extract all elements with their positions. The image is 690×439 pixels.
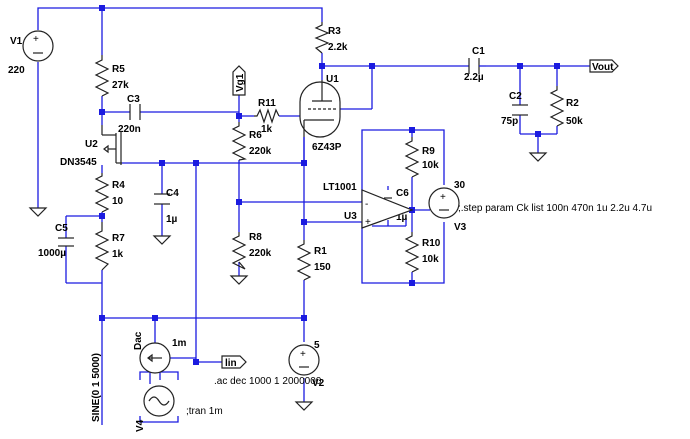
lin-label: lin (225, 358, 237, 369)
C1-name: C1 (472, 46, 485, 57)
resistor-R1: R1 150 (296, 240, 331, 281)
R7-name: R7 (112, 233, 125, 244)
capacitor-C4: C4 1µ (154, 188, 179, 225)
R11-value: 1k (261, 124, 273, 135)
R6-name: R6 (249, 130, 262, 141)
C1-value: 2.2µ (464, 72, 484, 83)
R5-name: R5 (112, 64, 125, 75)
R2-value: 50k (566, 116, 583, 127)
source-V4: SINE(0 1 5000) V4 (91, 353, 175, 432)
U2-value: DN3545 (60, 157, 97, 168)
U2-name: U2 (85, 139, 98, 150)
R4-value: 10 (112, 196, 124, 207)
R7-value: 1k (112, 249, 124, 260)
U3-name: U3 (344, 211, 357, 222)
mosfet-U2: U2 DN3545 (60, 125, 122, 168)
C3-name: C3 (127, 94, 140, 105)
capacitor-C5: C5 1000µ (38, 223, 74, 259)
R2-name: R2 (566, 98, 579, 109)
R3-value: 2.2k (328, 42, 348, 53)
plus-sign: + (440, 192, 446, 203)
net-label-vout: Vout (589, 59, 619, 73)
tran-directive: ;tran 1m (186, 406, 223, 417)
R1-name: R1 (314, 246, 327, 257)
capacitor-C1: C1 2.2µ (464, 46, 486, 83)
resistor-R3: R3 2.2k (314, 22, 348, 54)
R9-value: 10k (422, 160, 439, 171)
V4-value: SINE(0 1 5000) (91, 353, 102, 422)
V2-value: 5 (314, 340, 320, 351)
plus-sign: + (300, 349, 306, 360)
source-V1: + V1 220 (8, 30, 54, 76)
C6-value: 1µ (396, 212, 408, 223)
R10-value: 10k (422, 254, 439, 265)
ground-symbols (28, 152, 548, 411)
capacitor-C3: C3 220n (118, 94, 141, 135)
vout-label: Vout (592, 62, 614, 73)
minus-input: - (365, 199, 368, 210)
ac-directive: .ac dec 1000 1 2000000 (214, 376, 322, 387)
resistor-R2: R2 50k (549, 86, 583, 127)
R4-name: R4 (112, 180, 125, 191)
opamp-U3: - + LT1001 U3 (323, 182, 414, 229)
resistor-R9: R9 10k (404, 137, 439, 178)
Dac-name: Dac (133, 331, 144, 350)
resistor-R4: R4 10 (94, 173, 125, 213)
net-label-vg1: Vg1 (232, 65, 246, 96)
R11-name: R11 (258, 98, 276, 109)
V3-value: 30 (454, 180, 466, 191)
U1-value: 6Z43P (312, 142, 342, 153)
U3-value: LT1001 (323, 182, 357, 193)
resistor-R6: R6 220k (231, 122, 272, 161)
plus-input: + (365, 217, 371, 228)
R1-value: 150 (314, 262, 331, 273)
U1-name: U1 (326, 74, 339, 85)
vg1-label: Vg1 (235, 73, 246, 92)
V1-name: V1 (10, 36, 23, 47)
source-V3: + 30 V3 (428, 180, 467, 233)
capacitor-C2: C2 75p (501, 91, 528, 127)
C4-name: C4 (166, 188, 179, 199)
V3-name: V3 (454, 222, 467, 233)
C5-name: C5 (55, 223, 68, 234)
V4-name: V4 (135, 419, 146, 432)
R5-value: 27k (112, 80, 129, 91)
V1-value: 220 (8, 65, 25, 76)
Dac-value: 1m (172, 338, 187, 349)
source-Dac: Dac 1m (133, 331, 187, 374)
C4-value: 1µ (166, 214, 178, 225)
C3-value: 220n (118, 124, 141, 135)
R8-name: R8 (249, 232, 262, 243)
R8-value: 220k (249, 248, 272, 259)
source-V2: + 5 V2 (288, 340, 325, 389)
net-label-lin: lin (221, 355, 247, 369)
V2-name: V2 (312, 378, 325, 389)
junctions (99, 5, 560, 365)
resistor-R7: R7 1k (94, 222, 125, 271)
C2-name: C2 (509, 91, 522, 102)
resistor-R8: R8 220k (231, 232, 272, 270)
tube-U1: U1 6Z43P (299, 74, 342, 153)
C5-value: 1000µ (38, 248, 66, 259)
step-directive: ;.step param Ck list 100n 470n 1u 2.2u 4… (458, 203, 652, 214)
C6-name: C6 (396, 188, 409, 199)
resistor-R10: R10 10k (404, 232, 441, 273)
R3-name: R3 (328, 26, 341, 37)
resistor-R5: R5 27k (94, 55, 129, 97)
R6-value: 220k (249, 146, 272, 157)
C2-value: 75p (501, 116, 518, 127)
resistor-R11: R11 1k (254, 98, 280, 135)
R10-name: R10 (422, 238, 441, 249)
plus-sign: + (33, 34, 39, 45)
R9-name: R9 (422, 146, 435, 157)
